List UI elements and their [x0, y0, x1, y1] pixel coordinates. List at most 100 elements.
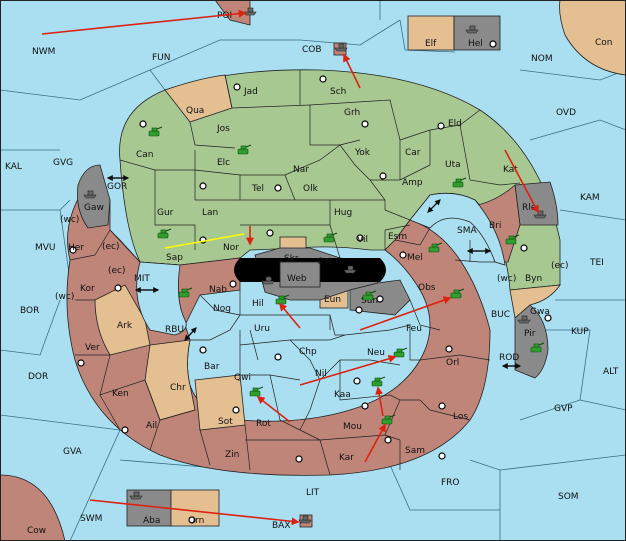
label-elc: Elc	[217, 158, 230, 168]
label-sam: Sam	[405, 446, 425, 456]
label-hil: Hil	[252, 299, 264, 309]
label-kat: Kat	[503, 165, 518, 175]
label-neu: Neu	[367, 348, 385, 358]
support-order	[164, 233, 245, 249]
label-tei: TEI	[589, 258, 604, 268]
inner-sea-rbu[interactable]	[136, 261, 187, 336]
region-labels: NWM FUN COB NOM Con OVD KAL GVG GOR KAM …	[5, 11, 619, 536]
label-her-wc: (wc)	[60, 215, 79, 225]
region-poi[interactable]	[214, 0, 251, 26]
label-ail: Ail	[146, 421, 157, 431]
label-kal: KAL	[5, 162, 22, 172]
region-rle[interactable]	[514, 181, 559, 226]
label-gvp: GVP	[554, 404, 573, 414]
label-bar: Bar	[204, 362, 220, 372]
label-sot: Sot	[218, 417, 233, 427]
label-aba: Aba	[143, 516, 160, 526]
label-zin: Zin	[225, 450, 239, 460]
label-hug: Hug	[334, 208, 352, 218]
label-dor: DOR	[28, 372, 48, 382]
label-jos: Jos	[216, 124, 230, 134]
label-obs: Obs	[418, 283, 436, 293]
label-mvu: MVU	[35, 243, 56, 253]
label-skr: Skr	[284, 254, 299, 264]
label-bax: BAX	[272, 521, 291, 531]
label-kor-wc: (wc)	[55, 292, 74, 302]
label-kaa: Kaa	[334, 390, 351, 400]
label-uta: Uta	[445, 160, 461, 170]
label-som: SOM	[558, 492, 579, 502]
label-qua: Qua	[186, 106, 204, 116]
label-rle: Rle	[522, 203, 537, 213]
label-yok: Yok	[354, 148, 371, 158]
label-sun: Sun	[361, 296, 378, 306]
label-her: Her	[68, 243, 84, 253]
region-web[interactable]	[279, 261, 321, 288]
label-mit: MIT	[134, 274, 150, 284]
label-swm: SWM	[80, 514, 102, 524]
label-gaw: Gaw	[84, 203, 104, 213]
label-orl: Orl	[446, 358, 459, 368]
label-byn: Byn	[525, 274, 542, 284]
label-gur: Gur	[157, 208, 174, 218]
label-gwa: Gwa	[530, 307, 550, 317]
label-cob: COB	[302, 45, 322, 55]
label-ark: Ark	[117, 321, 133, 331]
label-amp: Amp	[402, 178, 423, 188]
label-nwm: NWM	[32, 47, 55, 57]
label-eun: Eun	[324, 295, 341, 305]
label-jad: Jad	[243, 87, 258, 97]
label-fro: FRO	[441, 478, 460, 488]
supply-centers	[69, 40, 552, 524]
label-her-ec: (ec)	[102, 242, 120, 252]
label-elf: Elf	[425, 39, 437, 49]
label-mou: Mou	[343, 422, 362, 432]
label-vil: Vil	[357, 235, 368, 245]
label-can: Can	[136, 150, 154, 160]
label-kor-ec: (ec)	[108, 266, 126, 276]
label-sma: SMA	[457, 226, 477, 236]
label-qwi: Qwi	[234, 373, 251, 383]
label-gva: GVA	[63, 447, 83, 457]
label-ver: Ver	[85, 343, 100, 353]
label-esm: Esm	[388, 232, 407, 242]
region-con[interactable]	[559, 0, 626, 76]
label-ost: Ost	[317, 257, 333, 267]
label-con: Con	[595, 38, 613, 48]
adjacency-arrows	[106, 175, 522, 369]
internal-borders	[69, 70, 521, 476]
label-cow: Cow	[27, 526, 46, 536]
label-gor: GOR	[107, 182, 127, 192]
label-kam: KAM	[580, 193, 600, 203]
region-ark[interactable]	[94, 284, 151, 356]
label-nog: Nog	[213, 304, 231, 314]
label-nil: Nil	[315, 369, 327, 379]
label-kor: Kor	[80, 284, 95, 294]
label-lit: LIT	[306, 488, 320, 498]
label-bri: Bri	[489, 221, 501, 231]
label-sap: Sap	[166, 253, 183, 263]
label-chr: Chr	[170, 383, 186, 393]
region-elf[interactable]	[407, 15, 455, 51]
label-feu: Feu	[406, 324, 422, 334]
label-nab: Nab	[209, 285, 227, 295]
label-nom: NOM	[531, 54, 553, 64]
label-hel: Hel	[468, 39, 483, 49]
label-rbu: RBU	[165, 325, 184, 335]
label-mel: Mel	[407, 253, 423, 263]
label-nar: Nar	[293, 165, 309, 175]
label-ken: Ken	[112, 389, 129, 399]
label-pir: Pir	[524, 329, 536, 339]
label-ovd: OVD	[556, 108, 576, 118]
label-los: Los	[453, 412, 468, 422]
label-sch: Sch	[330, 87, 346, 97]
label-nor: Nor	[223, 243, 239, 253]
label-chp: Chp	[299, 347, 317, 357]
label-alt: ALT	[603, 367, 619, 377]
label-olk: Olk	[303, 184, 319, 194]
label-lan: Lan	[202, 208, 218, 218]
label-byn-ec: (ec)	[551, 261, 569, 271]
region-green-north	[119, 69, 561, 291]
label-grh: Grh	[344, 108, 360, 118]
